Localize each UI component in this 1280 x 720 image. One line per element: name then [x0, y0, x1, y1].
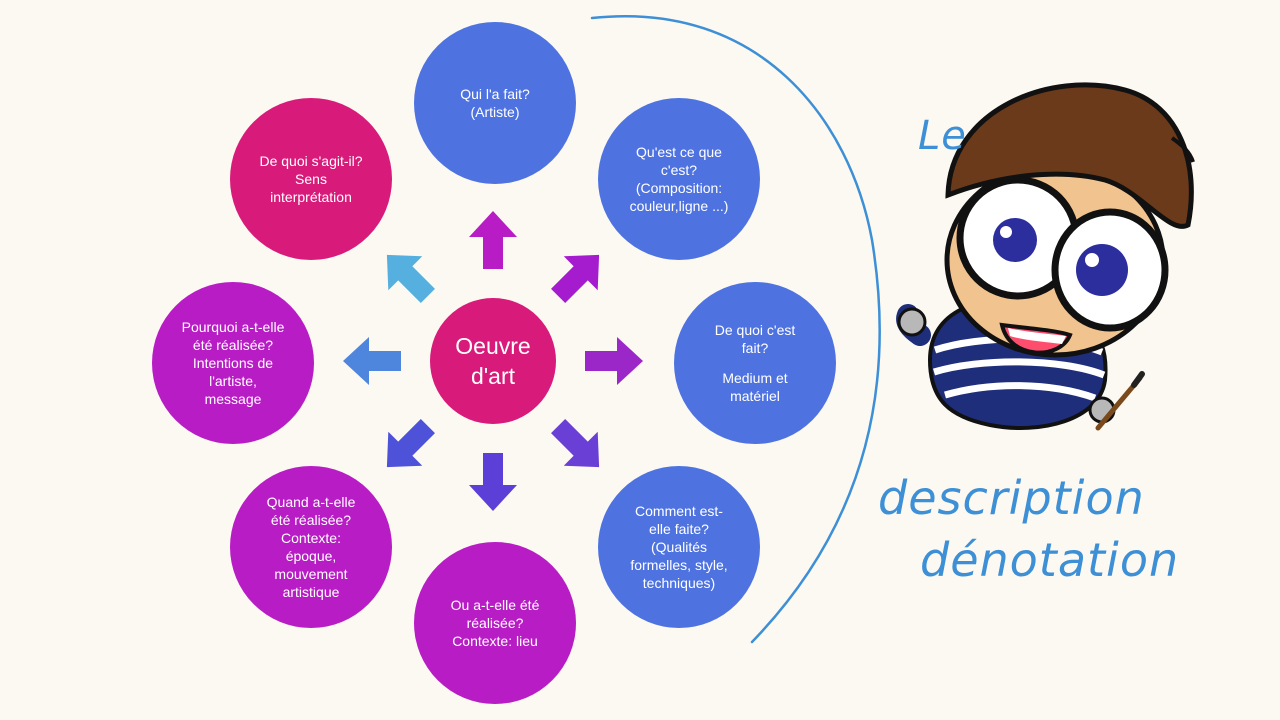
node-dequoi-fait-subtext: Medium et matériel — [722, 370, 788, 404]
arrow-up-right — [551, 254, 600, 303]
node-ou-text: Ou a-t-elle été réalisée? Contexte: lieu — [450, 597, 540, 649]
arrow-left — [343, 337, 401, 385]
annotation-description: description — [878, 471, 1145, 525]
node-sens: De quoi s'agit-il? Sens interprétation — [230, 98, 392, 260]
node-pourquoi-text: Pourquoi a-t-elle été réalisée? Intentio… — [181, 319, 285, 407]
annotation-le: Le — [918, 113, 967, 159]
node-comment: Comment est- elle faite? (Qualités forme… — [598, 466, 760, 628]
node-qui: Qui l'a fait? (Artiste) — [414, 22, 576, 184]
node-qui-text: Qui l'a fait? (Artiste) — [460, 86, 530, 120]
node-dequoi-fait: De quoi c'est fait? Medium et matériel — [674, 282, 836, 444]
node-quest-text: Qu'est ce que c'est? (Composition: coule… — [629, 144, 729, 214]
node-pourquoi: Pourquoi a-t-elle été réalisée? Intentio… — [152, 282, 314, 444]
arrow-right — [585, 337, 643, 385]
arrow-down-right — [551, 419, 600, 468]
arrow-up — [469, 211, 517, 269]
arrow-down-left — [386, 419, 435, 468]
arrow-up-left — [386, 254, 435, 303]
arrow-down — [469, 453, 517, 511]
node-center: Oeuvre d'art — [430, 298, 556, 424]
node-sens-text: De quoi s'agit-il? Sens interprétation — [259, 153, 363, 205]
node-quand-text: Quand a-t-elle été réalisée? Contexte: é… — [266, 494, 356, 600]
artist-character-illustration — [896, 82, 1195, 431]
center-label: Oeuvre d'art — [455, 333, 531, 389]
node-quand: Quand a-t-elle été réalisée? Contexte: é… — [230, 466, 392, 628]
node-dequoi-fait-text: De quoi c'est fait? — [714, 322, 796, 356]
node-comment-text: Comment est- elle faite? (Qualités forme… — [630, 503, 728, 591]
node-quest: Qu'est ce que c'est? (Composition: coule… — [598, 98, 760, 260]
node-ou: Ou a-t-elle été réalisée? Contexte: lieu — [414, 542, 576, 704]
annotation-denotation: dénotation — [920, 533, 1180, 587]
